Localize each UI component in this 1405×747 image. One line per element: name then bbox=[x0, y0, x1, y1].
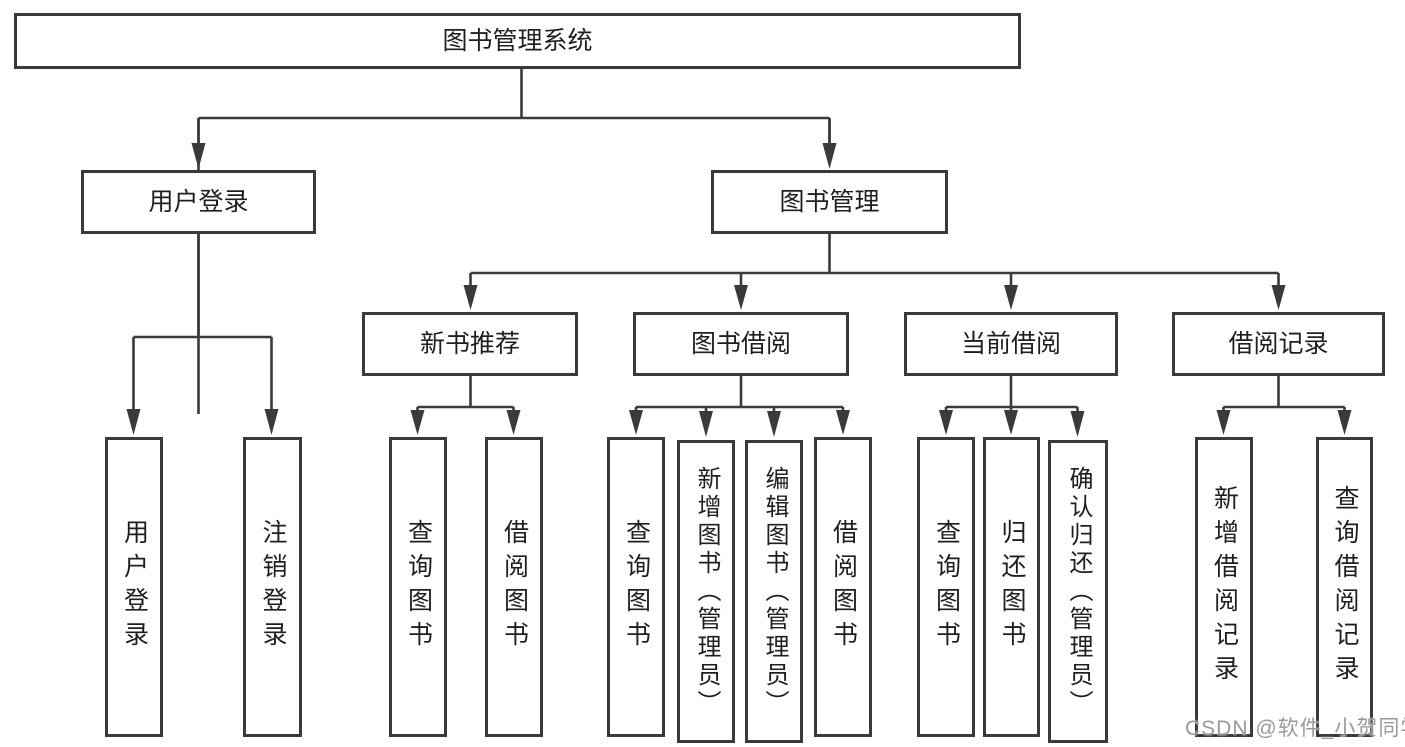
arrowhead-leaf-edit-books-admin bbox=[767, 411, 781, 437]
connector-book-management-group bbox=[469, 234, 1280, 290]
arrowhead-leaf-borrow-books-recommend bbox=[506, 410, 521, 435]
leaf-confirm-return-admin: 确认归还（管理员） bbox=[1048, 440, 1108, 743]
node-label: 图书管理系统 bbox=[442, 26, 593, 55]
node-label: 图书管理 bbox=[779, 187, 880, 216]
connector-user-login-group bbox=[132, 234, 273, 412]
leaf-query-borrow-record: 查询借阅记录 bbox=[1316, 437, 1373, 737]
arrowhead-leaf-user-login bbox=[126, 409, 141, 435]
leaf-label: 编辑图书（管理员） bbox=[761, 465, 788, 718]
leaf-add-borrow-record: 新增借阅记录 bbox=[1195, 437, 1253, 737]
arrowhead-leaf-query-borrow-record bbox=[1337, 410, 1352, 435]
leaf-return-books: 归还图书 bbox=[983, 437, 1040, 737]
leaf-label: 确认归还（管理员） bbox=[1065, 465, 1092, 718]
leaf-label: 借阅图书 bbox=[500, 519, 529, 655]
connector-strokes bbox=[132, 69, 1346, 414]
leaf-edit-books-admin: 编辑图书（管理员） bbox=[745, 440, 803, 743]
leaf-label: 查询图书 bbox=[404, 519, 433, 655]
arrowhead-leaf-add-borrow-record bbox=[1216, 410, 1231, 435]
node-label: 借阅记录 bbox=[1228, 329, 1329, 358]
node-book-management: 图书管理 bbox=[711, 170, 948, 234]
leaf-add-books-admin: 新增图书（管理员） bbox=[677, 440, 735, 743]
leaf-borrow-books-borrowing: 借阅图书 bbox=[814, 437, 872, 737]
leaf-label: 注销登录 bbox=[259, 519, 287, 655]
leaf-label: 用户登录 bbox=[120, 519, 149, 655]
node-label: 新书推荐 bbox=[419, 329, 520, 358]
leaf-label: 新增图书（管理员） bbox=[693, 465, 720, 718]
leaf-label: 新增借阅记录 bbox=[1210, 485, 1239, 689]
arrowhead-current-borrowing bbox=[1004, 285, 1018, 310]
arrowhead-leaf-query-books-borrowing bbox=[629, 410, 643, 435]
leaf-query-books-current: 查询图书 bbox=[917, 437, 975, 737]
node-user-login: 用户登录 bbox=[81, 170, 316, 234]
leaf-borrow-books-recommend: 借阅图书 bbox=[485, 437, 543, 737]
leaf-label: 查询图书 bbox=[932, 519, 961, 655]
connector-current-borrowing-group bbox=[944, 376, 1079, 414]
arrowhead-borrowing-records bbox=[1271, 285, 1286, 310]
leaf-query-books-recommend: 查询图书 bbox=[389, 437, 447, 737]
leaf-label: 查询图书 bbox=[622, 519, 651, 655]
connector-borrowing-records-group bbox=[1222, 376, 1346, 414]
csdn-watermark: CSDN @软件_小贺同学 bbox=[1185, 717, 1405, 740]
connector-new-book-group bbox=[416, 376, 515, 414]
node-book-borrowing: 图书借阅 bbox=[633, 312, 849, 376]
arrowhead-leaf-return-books bbox=[1004, 410, 1018, 435]
leaf-query-books-borrowing: 查询图书 bbox=[607, 437, 665, 737]
connector-root-to-level2 bbox=[197, 69, 831, 414]
node-label: 当前借阅 bbox=[960, 329, 1061, 358]
node-borrowing-records: 借阅记录 bbox=[1172, 312, 1385, 376]
leaf-user-login: 用户登录 bbox=[105, 437, 163, 737]
arrowhead-leaf-add-books-admin bbox=[699, 411, 713, 437]
arrowheads bbox=[126, 143, 1352, 437]
arrowhead-leaf-borrow-books-borrowing bbox=[836, 410, 850, 435]
arrowhead-leaf-query-books-current bbox=[939, 410, 953, 435]
leaf-logout: 注销登录 bbox=[243, 437, 302, 737]
arrowhead-leaf-logout bbox=[264, 409, 279, 435]
node-new-book-recommendation: 新书推荐 bbox=[362, 312, 578, 376]
connector-root-arrowshafts bbox=[197, 118, 831, 146]
arrowhead-book-management bbox=[822, 143, 837, 169]
connector-book-borrowing-group bbox=[634, 376, 845, 414]
leaf-label: 查询借阅记录 bbox=[1331, 485, 1359, 689]
arrowhead-book-borrowing bbox=[734, 285, 748, 310]
arrowhead-leaf-confirm-return-admin bbox=[1070, 411, 1085, 437]
arrowhead-leaf-query-books-recommend bbox=[410, 410, 425, 435]
node-library-system: 图书管理系统 bbox=[14, 13, 1021, 69]
node-label: 用户登录 bbox=[148, 187, 249, 216]
node-current-borrowing: 当前借阅 bbox=[904, 312, 1118, 376]
leaf-label: 借阅图书 bbox=[829, 519, 858, 655]
node-label: 图书借阅 bbox=[690, 329, 791, 358]
arrowhead-user-login bbox=[191, 143, 206, 169]
leaf-label: 归还图书 bbox=[998, 519, 1026, 655]
arrowhead-new-book-recommendation bbox=[463, 285, 478, 310]
